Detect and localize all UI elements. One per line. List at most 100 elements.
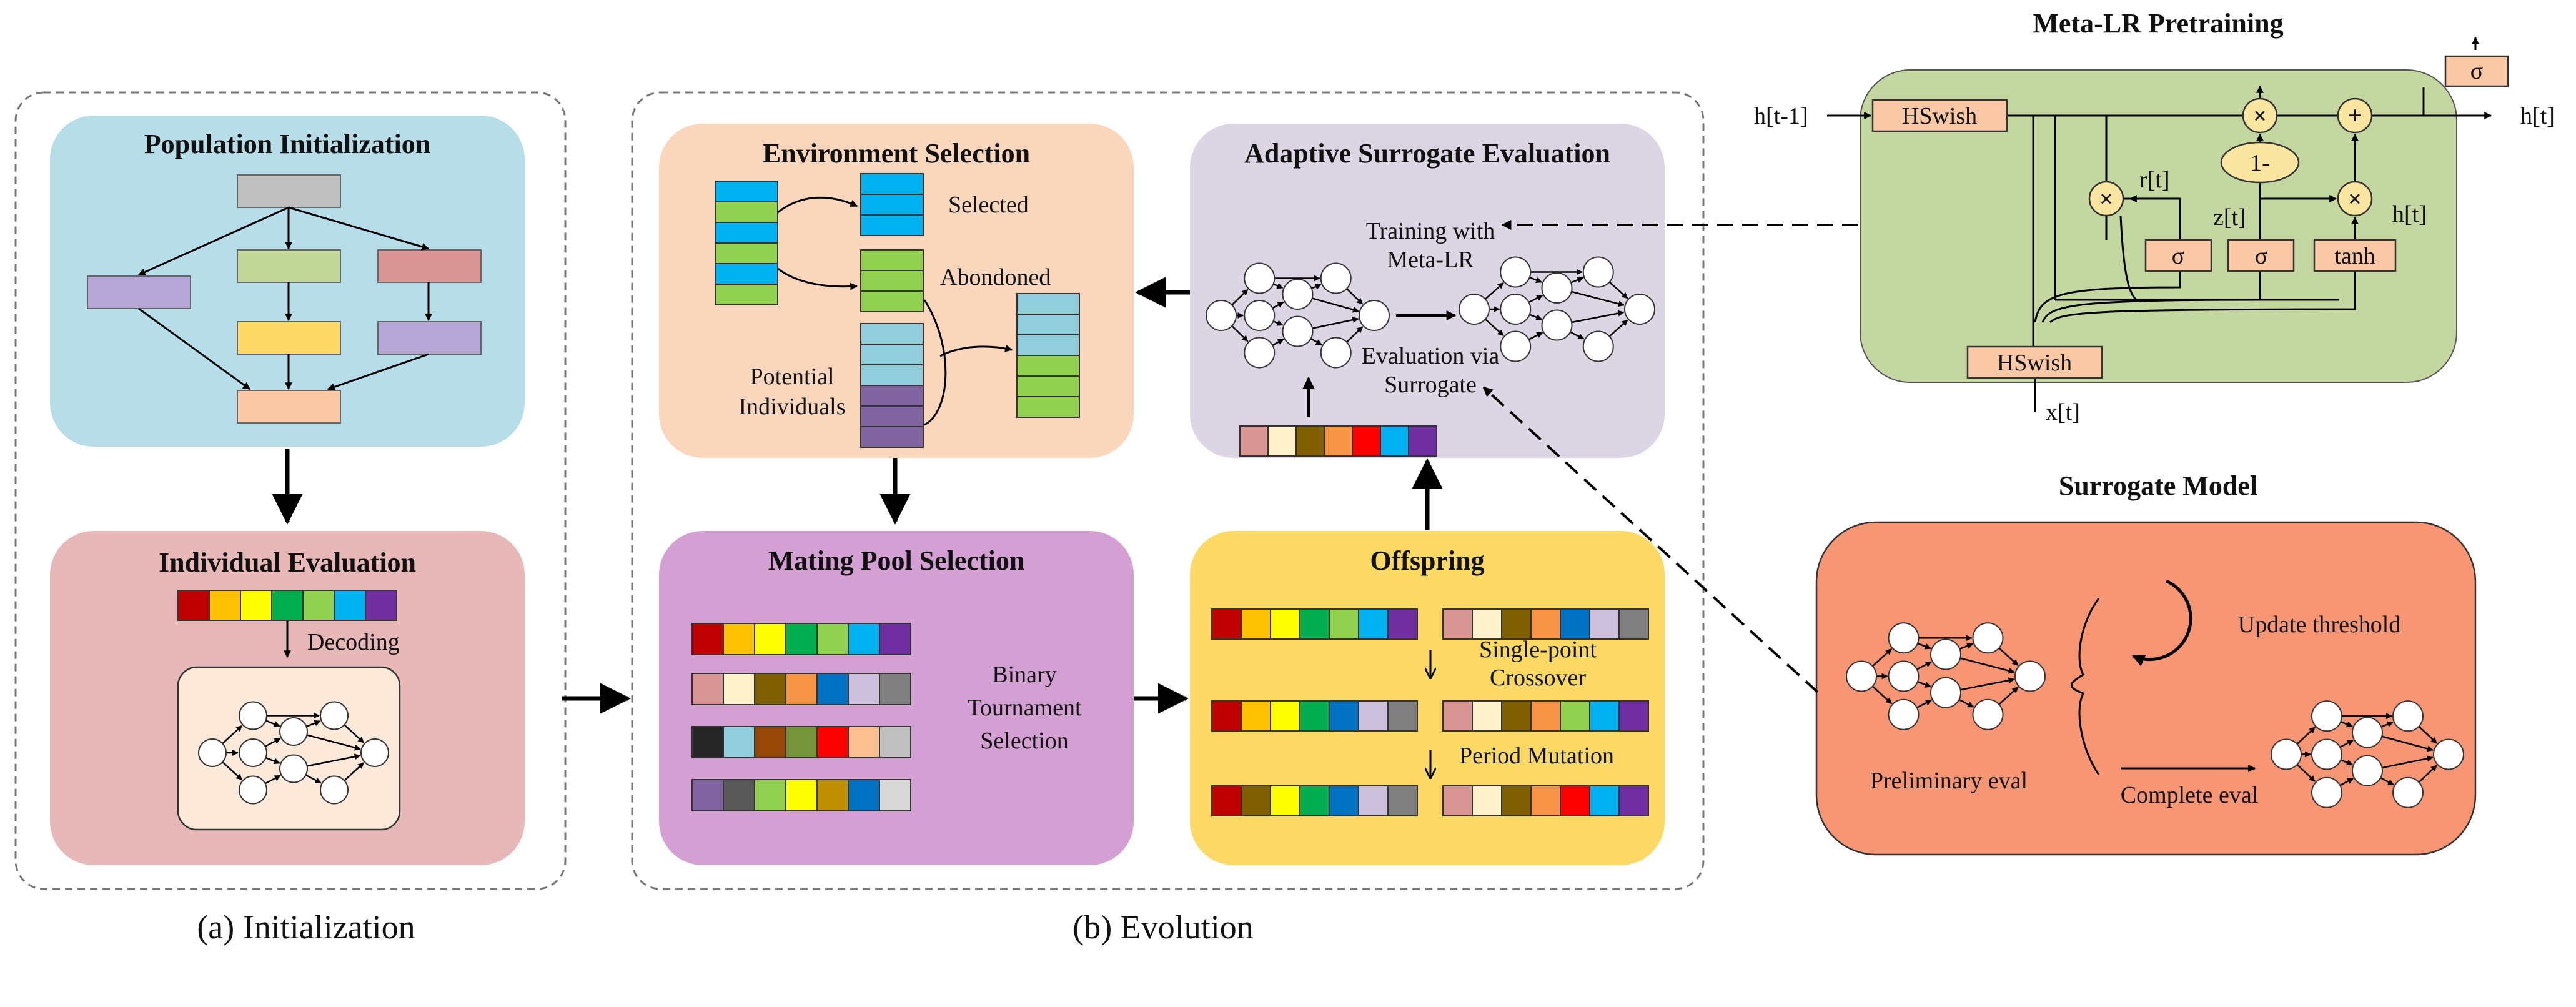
gene-cell xyxy=(723,726,755,758)
selected-label: Selected xyxy=(948,192,1029,218)
selected-stack xyxy=(860,173,924,236)
x-in-label: x[t] xyxy=(2046,399,2080,425)
gene-cell xyxy=(1270,700,1300,732)
stack-cell xyxy=(715,181,778,202)
evolution-container xyxy=(631,91,1705,890)
network-edge xyxy=(265,756,280,765)
network-edge xyxy=(1231,289,1249,306)
z-label: z[t] xyxy=(2213,204,2246,231)
network-edge xyxy=(265,720,280,727)
evaluation-label-1: Evaluation via xyxy=(1362,343,1500,369)
gene-cell xyxy=(723,779,755,811)
gene-cell xyxy=(691,623,724,655)
network-node xyxy=(1282,315,1314,347)
stack-cell xyxy=(1016,375,1080,397)
population-stack xyxy=(715,181,778,305)
gene-cell xyxy=(1589,608,1620,640)
network-edge xyxy=(2418,725,2437,744)
network-node xyxy=(1500,294,1532,325)
network-node xyxy=(1888,622,1920,654)
offspring-chromosomes xyxy=(1211,608,1649,816)
stack-cell xyxy=(860,194,924,216)
gene-cell xyxy=(1299,785,1330,816)
preliminary-eval-label: Preliminary eval xyxy=(1870,768,2028,794)
caption-evolution: (b) Evolution xyxy=(1073,908,1253,946)
gene-cell xyxy=(271,590,304,621)
network-edge xyxy=(1231,325,1249,342)
network-edge xyxy=(2296,727,2316,745)
gene-cell xyxy=(1239,425,1269,457)
r-label: r[t] xyxy=(2139,167,2170,193)
gene-cell xyxy=(177,590,210,621)
network-node xyxy=(1972,698,2004,730)
stack-cell xyxy=(860,364,924,386)
network-node xyxy=(1930,638,1961,670)
gene-cell xyxy=(1501,700,1532,732)
sigma-r-label: σ xyxy=(2172,243,2184,269)
network-edge xyxy=(2340,721,2353,728)
network-edge xyxy=(2418,765,2437,783)
gene-cell xyxy=(1472,608,1502,640)
stack-cell xyxy=(860,249,924,271)
network-edge xyxy=(1272,282,1284,289)
environment-selection-title: Environment Selection xyxy=(763,138,1030,169)
complete-eval-label: Complete eval xyxy=(2121,782,2259,808)
gene-cell xyxy=(691,726,724,758)
network-edge xyxy=(264,738,281,747)
stack-cell xyxy=(715,201,778,223)
h-prev-label: h[t-1] xyxy=(1754,103,1808,129)
network-edge xyxy=(1571,290,1625,307)
stack-cell xyxy=(715,263,778,285)
gene-cell xyxy=(1241,785,1271,816)
stack-cell xyxy=(860,323,924,345)
hswish-bottom-label: HSwish xyxy=(1997,350,2072,376)
network-node xyxy=(2014,660,2046,692)
network-node xyxy=(320,701,349,730)
network-node xyxy=(1972,622,2004,654)
stack-cell xyxy=(860,344,924,365)
gene-cell xyxy=(1618,608,1649,640)
network-edge xyxy=(1312,297,1359,313)
network-node xyxy=(1244,300,1276,331)
gene-cell xyxy=(1589,785,1620,816)
gene-cell xyxy=(1387,700,1418,732)
decoding-label: Decoding xyxy=(307,629,400,655)
training-label-2: Meta-LR xyxy=(1387,247,1474,273)
gene-cell xyxy=(785,623,818,655)
network-edge xyxy=(306,734,361,751)
network-edge xyxy=(222,761,243,781)
network-edge xyxy=(1570,331,1585,340)
gene-cell xyxy=(1358,700,1389,732)
preliminary-network xyxy=(1846,622,2046,730)
network-node xyxy=(279,754,308,783)
network-edge xyxy=(2380,777,2394,786)
gene-cell xyxy=(1560,608,1590,640)
gene-cell xyxy=(848,726,880,758)
network-node xyxy=(2311,700,2342,732)
gene-cell xyxy=(1589,700,1620,732)
network-edge xyxy=(344,762,365,781)
network-node xyxy=(1541,309,1573,341)
gene-cell xyxy=(1380,425,1409,457)
adaptive-surrogate-title: Adaptive Surrogate Evaluation xyxy=(1244,138,1610,169)
sigma-z-label: σ xyxy=(2255,243,2267,269)
network-edge xyxy=(1529,314,1543,320)
network-node xyxy=(1320,337,1352,369)
network-node xyxy=(2392,700,2424,732)
surrogate-model-to-surrogate-arrow xyxy=(1482,386,1819,693)
network-edge xyxy=(2340,759,2353,766)
gene-cell xyxy=(1211,700,1242,732)
gene-cell xyxy=(1442,700,1473,732)
network-node xyxy=(1846,660,1877,692)
mutation-label: Period Mutation xyxy=(1459,743,1614,769)
caption-initialization: (a) Initialization xyxy=(197,908,415,946)
network-edge xyxy=(1916,661,1932,670)
chromosome-encoding xyxy=(177,590,397,621)
network-node xyxy=(1244,337,1276,369)
mating-chromosomes xyxy=(691,623,911,811)
network-edge xyxy=(1959,657,2015,674)
gene-cell xyxy=(1530,700,1561,732)
gene-cell xyxy=(723,673,755,705)
plus-gate: + xyxy=(2348,101,2362,129)
stack-cell xyxy=(860,173,924,195)
